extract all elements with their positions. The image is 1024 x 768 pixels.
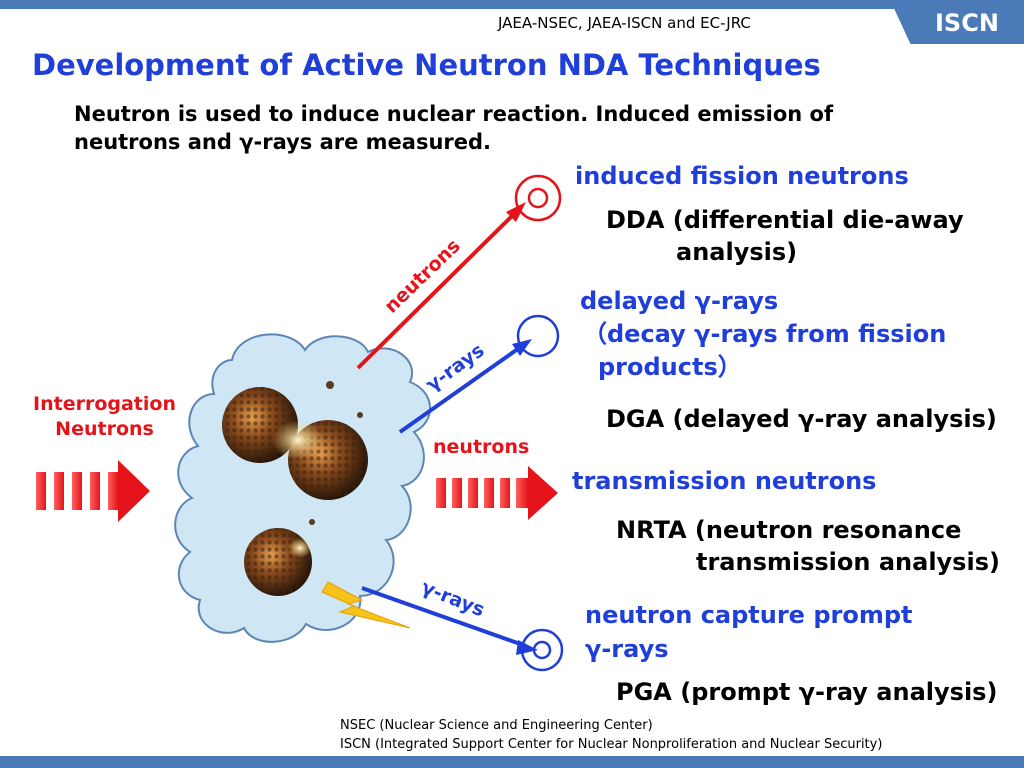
footer-line-1: NSEC (Nuclear Science and Engineering Ce… bbox=[340, 718, 653, 733]
signal-induced-fission-neutrons: induced fission neutrons bbox=[575, 162, 909, 190]
method-pga: PGA (prompt γ-ray analysis) bbox=[616, 678, 998, 706]
iscn-badge-bg bbox=[892, 4, 1024, 44]
signal-delayed-gamma-line-3: products） bbox=[598, 353, 742, 381]
footer-notes: NSEC (Nuclear Science and Engineering Ce… bbox=[340, 716, 882, 754]
neutron-emission-arrow bbox=[356, 202, 526, 370]
arrow-label-gamma-lower: γ-rays bbox=[418, 576, 488, 621]
intro-line-2: neutrons and γ-rays are measured. bbox=[74, 130, 492, 154]
method-nrta-line-2: transmission analysis) bbox=[696, 548, 1000, 576]
method-nrta-line-1: NRTA (neutron resonance bbox=[616, 516, 962, 544]
transmission-arrow-icon bbox=[436, 466, 558, 520]
interrogation-label-line-2: Neutrons bbox=[55, 418, 154, 440]
gamma-detector-upper-icon bbox=[516, 314, 560, 358]
header-org: JAEA-NSEC, JAEA-ISCN and EC-JRC bbox=[498, 14, 751, 32]
intro-line-1: Neutron is used to induce nuclear reacti… bbox=[74, 102, 834, 126]
method-dda-line-1: DDA (differential die-away bbox=[606, 206, 964, 234]
iscn-badge: ISCN bbox=[935, 9, 999, 37]
lightning-icon bbox=[321, 581, 411, 629]
signal-capture-gamma-line-1: neutron capture prompt bbox=[585, 601, 913, 629]
fissioning-nucleus-icon bbox=[222, 381, 368, 525]
signal-capture-gamma-line-2: γ-rays bbox=[585, 635, 669, 663]
arrow-label-gamma-upper: γ-rays bbox=[422, 339, 488, 396]
capturing-nucleus-icon bbox=[244, 528, 312, 596]
gamma-detector-lower-icon bbox=[520, 628, 564, 672]
interrogation-label: Interrogation Neutrons bbox=[22, 392, 187, 442]
bottom-bar bbox=[0, 756, 1024, 768]
slide-title: Development of Active Neutron NDA Techni… bbox=[32, 48, 821, 82]
intro-text: Neutron is used to induce nuclear reacti… bbox=[74, 100, 833, 156]
footer-line-2: ISCN (Integrated Support Center for Nucl… bbox=[340, 737, 883, 752]
top-bar bbox=[0, 0, 1024, 9]
interrogation-label-line-1: Interrogation bbox=[33, 393, 176, 415]
interrogation-arrow-icon bbox=[36, 460, 150, 522]
method-dga: DGA (delayed γ-ray analysis) bbox=[606, 405, 997, 433]
neutron-detector-icon bbox=[514, 174, 562, 222]
signal-delayed-gamma-line-2: （decay γ-rays from fission bbox=[583, 320, 947, 348]
transmission-arrow-label: neutrons bbox=[433, 436, 530, 458]
signal-transmission-neutrons: transmission neutrons bbox=[572, 467, 877, 495]
signal-delayed-gamma-line-1: delayed γ-rays bbox=[580, 287, 779, 315]
method-dda-line-2: analysis) bbox=[676, 238, 798, 266]
